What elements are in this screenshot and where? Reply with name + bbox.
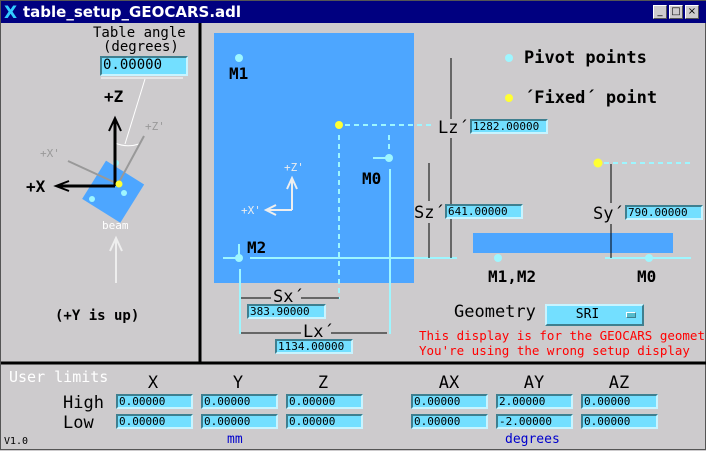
z-axis-label: +Z xyxy=(104,87,124,106)
lx-label: Lx´ xyxy=(303,322,334,342)
sy-label: Sy´ xyxy=(593,204,624,224)
low-ay-input[interactable]: -2.00000 xyxy=(496,414,573,429)
degrees-units: degrees xyxy=(505,432,560,447)
col-x: X xyxy=(147,373,159,393)
m0-side-label: M0 xyxy=(637,267,657,286)
table-angle-input[interactable]: 0.00000 xyxy=(100,56,188,76)
sx-input[interactable]: 383.90000 xyxy=(247,304,326,319)
lx-input[interactable]: 1134.00000 xyxy=(275,339,353,354)
window-title: table_setup_GEOCARS.adl xyxy=(23,3,242,21)
sy-input[interactable]: 790.00000 xyxy=(625,205,703,220)
geometry-label: Geometry xyxy=(454,302,536,322)
m2-label: M2 xyxy=(247,238,267,257)
high-x-input[interactable]: 0.00000 xyxy=(116,394,193,409)
warning-line-1: This display is for the GEOCARS geometry xyxy=(419,328,706,343)
minimize-button[interactable]: _ xyxy=(653,5,667,19)
menu-indicator-icon xyxy=(626,312,636,318)
version-label: V1.0 xyxy=(4,436,29,447)
col-z: Z xyxy=(317,373,329,393)
table-angle-units: (degrees) xyxy=(103,39,179,55)
sx-label: Sx´ xyxy=(273,287,304,307)
low-y-input[interactable]: 0.00000 xyxy=(201,414,278,429)
col-az: AZ xyxy=(608,373,630,393)
geometry-value: SRI xyxy=(575,307,600,322)
low-x-input[interactable]: 0.00000 xyxy=(116,414,193,429)
sz-label: Sz´ xyxy=(414,203,445,223)
m1-label: M1 xyxy=(229,64,249,83)
xp-label: +X' xyxy=(40,147,60,160)
row-high-label: High xyxy=(63,393,104,413)
row-low-label: Low xyxy=(63,413,94,433)
m1m2-label: M1,M2 xyxy=(488,267,537,286)
x-axis-label: +X xyxy=(26,177,46,196)
legend-pivot: Pivot points xyxy=(524,48,647,68)
sz-input[interactable]: 641.00000 xyxy=(445,204,523,219)
zp-small-label: +Z' xyxy=(284,161,304,174)
col-y: Y xyxy=(232,373,244,393)
lz-input[interactable]: 1282.00000 xyxy=(470,119,548,134)
table-angle-label: Table angle xyxy=(93,25,186,41)
high-z-input[interactable]: 0.00000 xyxy=(286,394,363,409)
app-x-icon: X xyxy=(4,3,18,23)
warning-line-2: You're using the wrong setup display xyxy=(419,343,690,358)
legend-fixed: ´Fixed´ point xyxy=(524,88,658,108)
high-y-input[interactable]: 0.00000 xyxy=(201,394,278,409)
xp-small-label: +X' xyxy=(241,204,261,217)
zp-label: +Z' xyxy=(145,120,165,133)
table-icon xyxy=(82,160,145,223)
close-button[interactable]: × xyxy=(685,5,699,19)
user-limits-title: User limits xyxy=(9,368,109,386)
beam-label: beam xyxy=(102,219,129,232)
low-ax-input[interactable]: 0.00000 xyxy=(411,414,488,429)
high-ay-input[interactable]: 2.00000 xyxy=(496,394,573,409)
col-ay: AY xyxy=(523,373,545,393)
low-z-input[interactable]: 0.00000 xyxy=(286,414,363,429)
lz-label: Lz´ xyxy=(438,118,469,138)
high-ax-input[interactable]: 0.00000 xyxy=(411,394,488,409)
m0-label: M0 xyxy=(362,169,382,188)
low-az-input[interactable]: 0.00000 xyxy=(581,414,658,429)
col-ax: AX xyxy=(438,373,460,393)
y-note: (+Y is up) xyxy=(55,308,140,324)
geometry-menu[interactable]: SRI xyxy=(545,304,644,326)
mm-units: mm xyxy=(227,432,243,447)
title-bar: table_setup_GEOCARS.adl xyxy=(1,1,706,23)
high-az-input[interactable]: 0.00000 xyxy=(581,394,658,409)
maximize-button[interactable]: □ xyxy=(669,5,683,19)
